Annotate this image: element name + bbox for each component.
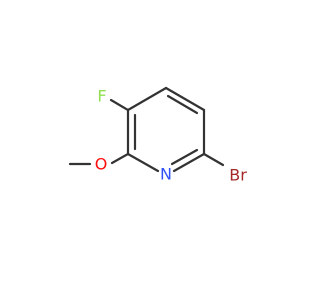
bond-c6-n1-inner [170, 148, 199, 166]
molecule-canvas: F N Br O [68, 86, 248, 185]
bond-c3-c4 [126, 86, 168, 112]
bond-c2-o [110, 152, 130, 165]
bond-c6-n1 [172, 152, 206, 173]
bond-n1-c2 [126, 152, 160, 173]
atom-label-bromine: Br [229, 166, 247, 185]
bond-c6-br [202, 152, 225, 167]
molecule-structure: F N Br O [68, 86, 247, 185]
atom-label-fluorine: F [97, 87, 106, 106]
atom-label-oxygen: O [95, 155, 108, 174]
bond-c4-c5-inner [166, 94, 199, 115]
atom-label-nitrogen: N [160, 165, 172, 184]
bond-c4-c5 [164, 86, 206, 112]
bond-c3-f [109, 98, 130, 112]
